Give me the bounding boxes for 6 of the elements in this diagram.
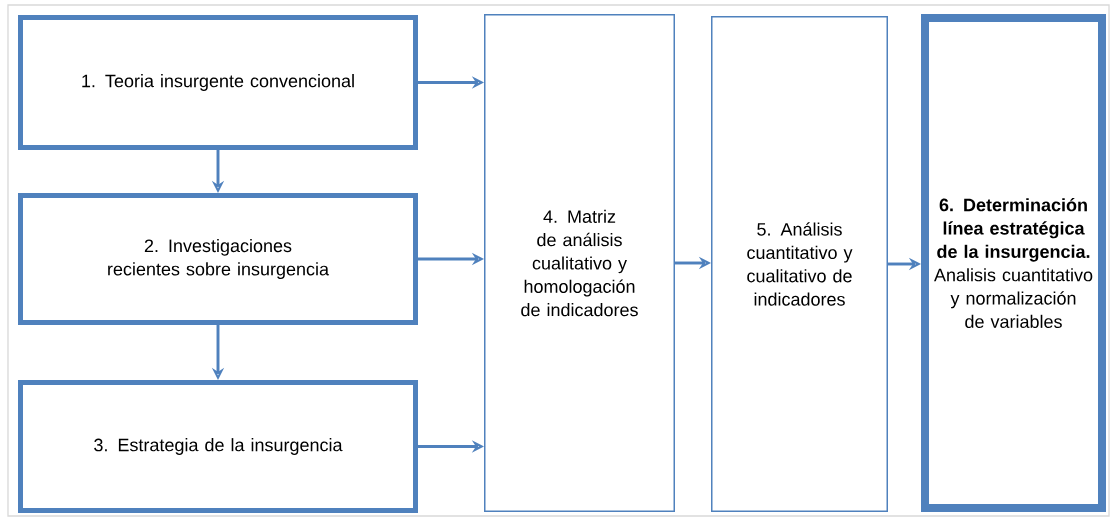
process-box: 5. Análisis cuantitativo y cualitativo de indicadores <box>711 16 888 512</box>
process-box: 6. Determinación línea estratégica de la insurgencia. Analisis cuantitativo y normalización de variables <box>921 14 1106 512</box>
process-box: 2. Investigaciones recientes sobre insurgencia <box>18 193 418 325</box>
process-box: 1. Teoria insurgente convencional <box>18 15 418 150</box>
process-box: 3. Estrategia de la insurgencia <box>18 380 418 513</box>
process-box: 4. Matriz de análisis cualitativo y homologación de indicadores <box>484 14 675 512</box>
